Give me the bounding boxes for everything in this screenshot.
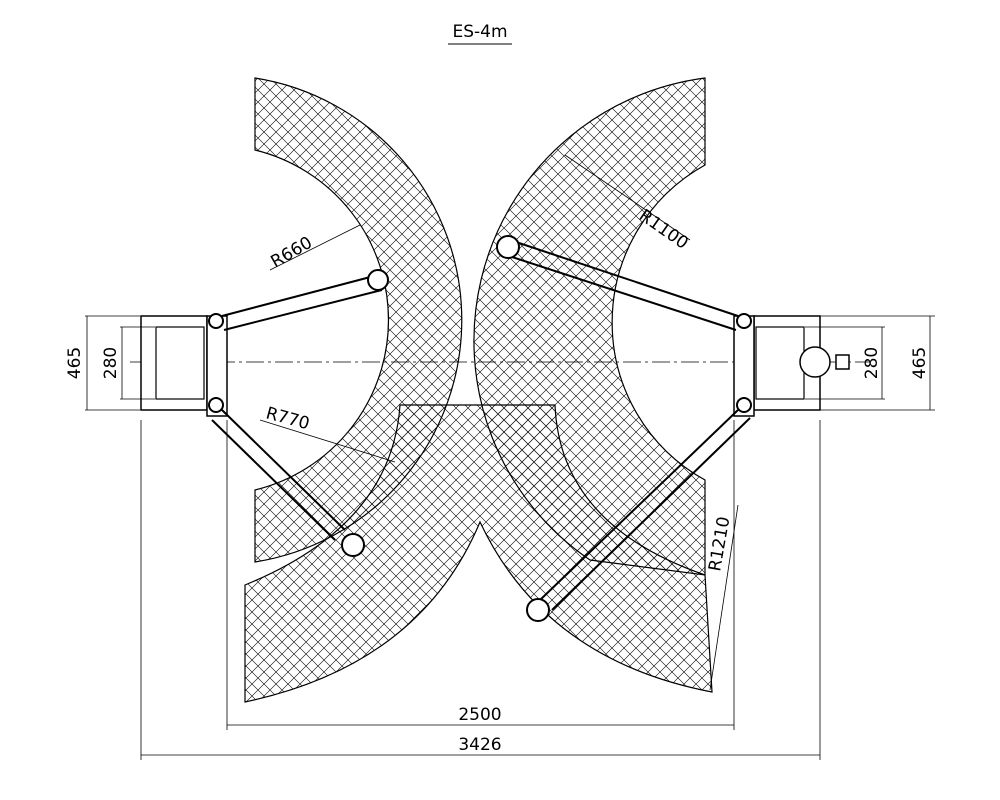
dimension-lines bbox=[85, 315, 935, 760]
motor-icon bbox=[799, 346, 831, 378]
dim-width-2500: 2500 bbox=[458, 705, 501, 725]
lower-swept-area bbox=[244, 404, 713, 703]
dim-width-3426: 3426 bbox=[458, 735, 501, 755]
radius-leaders bbox=[259, 154, 739, 691]
lift-arms bbox=[211, 235, 751, 622]
right-post bbox=[733, 313, 850, 417]
drawing-title: ES-4m bbox=[452, 22, 507, 42]
left-post bbox=[140, 313, 228, 417]
radius-label-r1100: R1100 bbox=[635, 206, 692, 254]
dim-left-465: 465 bbox=[65, 347, 85, 379]
dim-right-465: 465 bbox=[910, 347, 930, 379]
radius-label-r770: R770 bbox=[264, 404, 312, 435]
radius-label-r660: R660 bbox=[268, 233, 316, 272]
radius-label-r1210: R1210 bbox=[705, 515, 734, 573]
dim-right-280: 280 bbox=[862, 347, 882, 379]
dim-left-280: 280 bbox=[101, 347, 121, 379]
